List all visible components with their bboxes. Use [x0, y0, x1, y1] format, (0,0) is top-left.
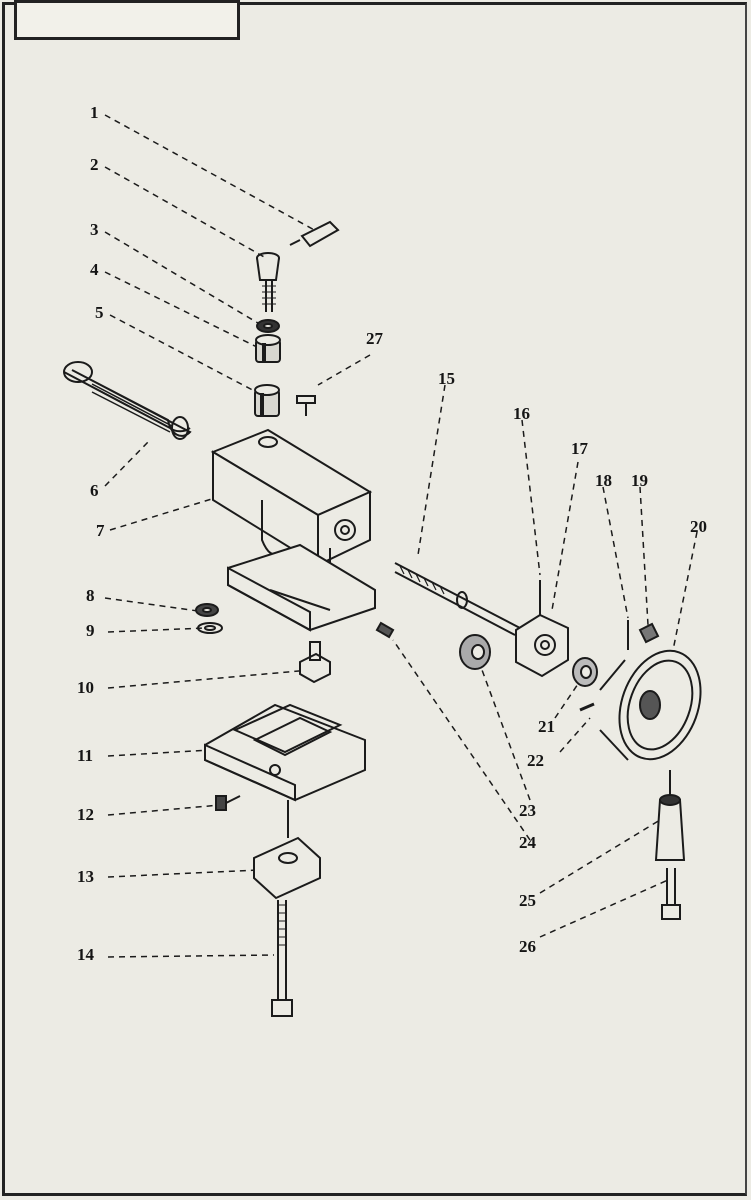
part-8-nut [195, 603, 219, 617]
callout-4: 4 [90, 260, 99, 279]
callout-10: 10 [77, 678, 94, 697]
part-25-handle [654, 770, 686, 861]
callout-24: 24 [519, 833, 536, 852]
part-17-bracket [515, 580, 569, 678]
callout-23: 23 [519, 801, 536, 820]
part-9-washer [197, 622, 223, 634]
part-2-screw [256, 252, 280, 312]
callout-9: 9 [86, 621, 95, 640]
part-12-screw [215, 795, 241, 811]
callout-7: 7 [96, 521, 105, 540]
part-21-gear [572, 657, 598, 687]
callout-13: 13 [77, 867, 94, 886]
part-22-key [579, 702, 595, 712]
part-5-sleeve [254, 384, 280, 417]
callout-11: 11 [77, 746, 94, 765]
callout-26: 26 [519, 937, 536, 956]
part-19-screw [638, 622, 660, 644]
callout-21: 21 [538, 717, 555, 736]
callout-18: 18 [595, 471, 612, 490]
callout-8: 8 [86, 586, 95, 605]
leader-lines [104, 114, 698, 958]
callout-3: 3 [90, 220, 99, 239]
callout-20: 20 [690, 517, 707, 536]
callout-22: 22 [527, 751, 544, 770]
part-23-gear [459, 634, 491, 670]
part-1-pin [289, 220, 340, 248]
part-26-bolt [661, 868, 681, 920]
callout-2: 2 [90, 155, 99, 174]
callout-19: 19 [631, 471, 648, 490]
callout-27: 27 [366, 329, 383, 348]
callout-12: 12 [77, 805, 94, 824]
callout-17: 17 [571, 439, 588, 458]
callout-6: 6 [90, 481, 99, 500]
part-4-bushing [255, 334, 281, 363]
part-14-bolt [271, 900, 293, 1017]
title-box [14, 0, 240, 40]
callout-15: 15 [438, 369, 455, 388]
part-27-screw [296, 395, 316, 416]
callout-25: 25 [519, 891, 536, 910]
part-15-leadscrew [394, 562, 521, 636]
part-7-tailstock-body [210, 428, 376, 632]
callout-1: 1 [90, 103, 99, 122]
part-6-quill [63, 361, 192, 440]
callout-5: 5 [95, 303, 104, 322]
part-11-base [204, 703, 366, 802]
part-20-handwheel [599, 649, 702, 761]
part-13-clamp-plate [253, 800, 321, 900]
callout-14: 14 [77, 945, 94, 964]
callout-16: 16 [513, 404, 530, 423]
part-10-key [299, 641, 331, 684]
part-24-pin [375, 621, 395, 639]
part-3-washer [256, 319, 280, 333]
